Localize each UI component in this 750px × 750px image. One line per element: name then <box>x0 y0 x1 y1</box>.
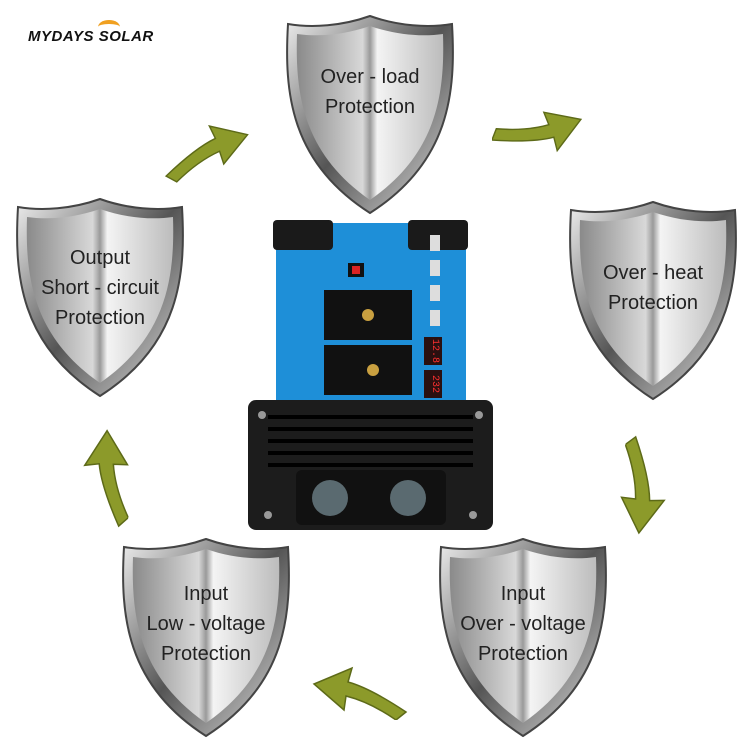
shield-label-line: Over - load <box>320 66 420 88</box>
shield-label-line: Over - voltage <box>460 613 586 635</box>
arrow-down-right-icon <box>492 100 587 175</box>
arrow-up-icon <box>75 427 135 529</box>
fan-left-icon <box>312 480 348 516</box>
shield-label-line: Low - voltage <box>146 613 266 635</box>
arrow-left-icon <box>313 667 407 720</box>
shield-label-line: Protection <box>324 96 416 118</box>
shield-label-line: Protection <box>477 643 569 665</box>
shield-label-line: Input <box>500 583 546 605</box>
input-voltage-display: 12.8 <box>429 339 440 363</box>
shield-label-line: Protection <box>54 307 146 329</box>
sun-logo-icon <box>98 20 120 34</box>
shield-label-line: Protection <box>160 643 252 665</box>
brand-logo: MYDAYS SOLAR <box>28 20 154 45</box>
fan-right-icon <box>390 480 426 516</box>
power-inverter-device: 12.8 232 <box>248 220 493 530</box>
shield-label-line: Short - circuit <box>41 277 159 299</box>
arrow-up-right-icon <box>158 108 253 188</box>
arrow-down-icon <box>610 435 679 538</box>
shield-label-line: Over - heat <box>602 262 704 284</box>
shield-label-line: Protection <box>607 292 699 314</box>
logo-text: MYDAYS SOLAR <box>28 28 154 45</box>
shield-label-line: Output <box>69 247 131 269</box>
output-voltage-display: 232 <box>429 375 440 393</box>
shield-label-line: Input <box>183 583 229 605</box>
